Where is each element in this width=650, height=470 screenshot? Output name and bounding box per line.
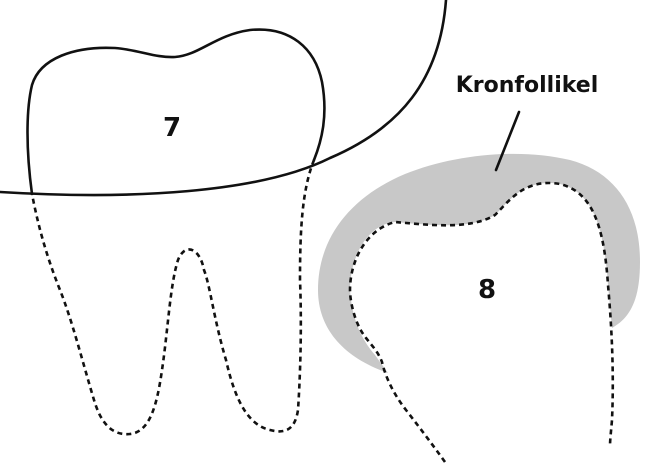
gum-line — [0, 0, 448, 197]
tooth-8-label: 8 — [478, 275, 496, 305]
follicle-label: Kronfollikel — [456, 73, 598, 98]
tooth-7-crown — [26, 28, 326, 196]
tooth-8-outline — [348, 181, 615, 463]
tooth-7-roots — [30, 159, 316, 436]
follicle-callout-line — [494, 110, 521, 172]
tooth-7-label: 7 — [163, 113, 181, 143]
crown-follicle-area — [318, 153, 640, 373]
